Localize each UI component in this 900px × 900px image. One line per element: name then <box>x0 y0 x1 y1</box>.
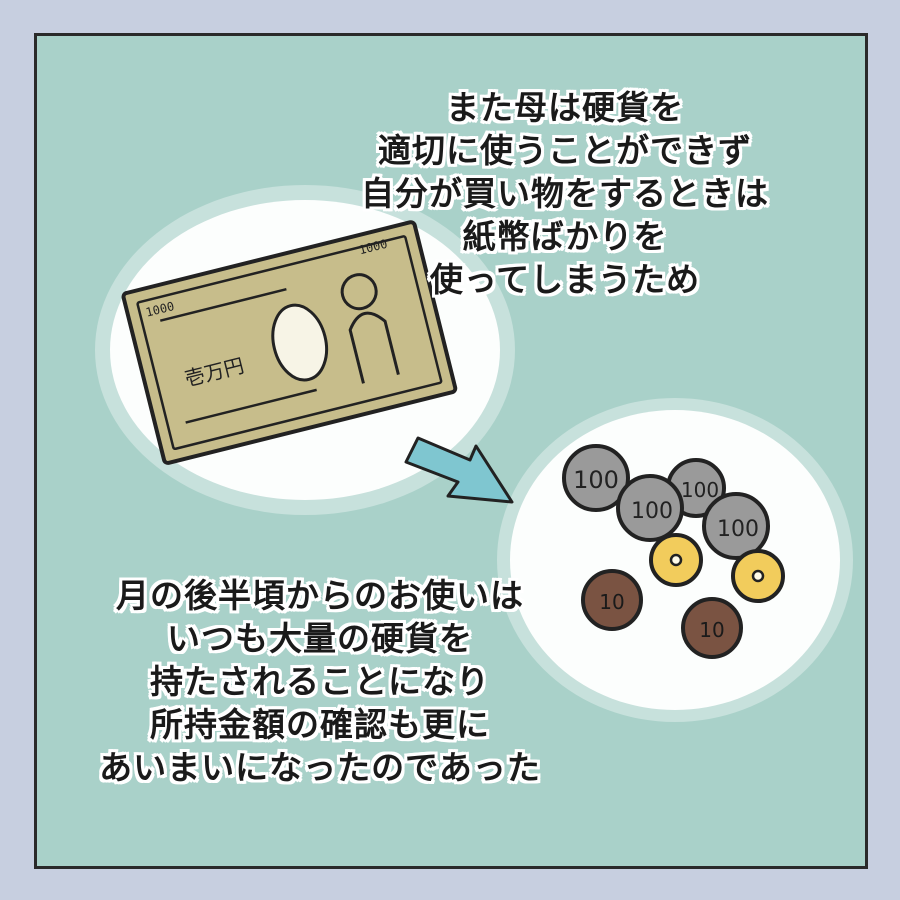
caption-line: また母は硬貨を <box>446 88 684 127</box>
banknote: 1000 1000 壱万円 <box>121 220 458 465</box>
caption-line: 持たされることになり <box>150 662 490 701</box>
portrait-body <box>348 311 400 384</box>
banknote-number-right: 1000 <box>357 237 388 258</box>
portrait-head <box>340 273 378 311</box>
caption-line: 月の後半頃からのお使いは <box>116 576 524 615</box>
coin-label: 100 <box>573 466 619 494</box>
hundred-yen-coin: 100 <box>616 474 684 542</box>
coin-label: 100 <box>717 517 759 542</box>
caption-line: 所持金額の確認も更に <box>150 705 490 744</box>
coin-label: 10 <box>699 618 724 642</box>
caption-line: 紙幣ばかりを <box>462 217 668 256</box>
five-yen-coin <box>731 549 785 603</box>
hundred-yen-coin: 100 <box>702 492 770 560</box>
coin-label: 100 <box>631 499 673 524</box>
coin-pile: 100 100 100 100 10 10 <box>562 444 785 659</box>
five-yen-coin <box>649 533 703 587</box>
caption-line: 使ってしまうため <box>429 260 701 299</box>
caption-line: 適切に使うことができず <box>378 131 752 170</box>
caption-line: いつも大量の硬貨を <box>167 619 473 658</box>
banknote-number-top: 1000 <box>144 299 175 320</box>
coin-label: 10 <box>599 590 624 614</box>
ten-yen-coin: 10 <box>681 597 743 659</box>
arrow-icon <box>404 436 514 504</box>
ten-yen-coin: 10 <box>581 569 643 631</box>
hundred-yen-coin: 100 <box>562 444 630 512</box>
narration-caption-bottom: 月の後半頃からのお使いは いつも大量の硬貨を 持たされることになり 所持金額の確… <box>40 574 600 789</box>
narration-caption-top: また母は硬貨を 適切に使うことができず 自分が買い物をするときは 紙幣ばかりを … <box>330 86 800 301</box>
watermark-oval <box>271 303 329 382</box>
caption-line: 自分が買い物をするときは <box>361 174 769 213</box>
coin-label: 100 <box>681 478 719 502</box>
caption-line: あいまいになったのであった <box>99 748 541 787</box>
